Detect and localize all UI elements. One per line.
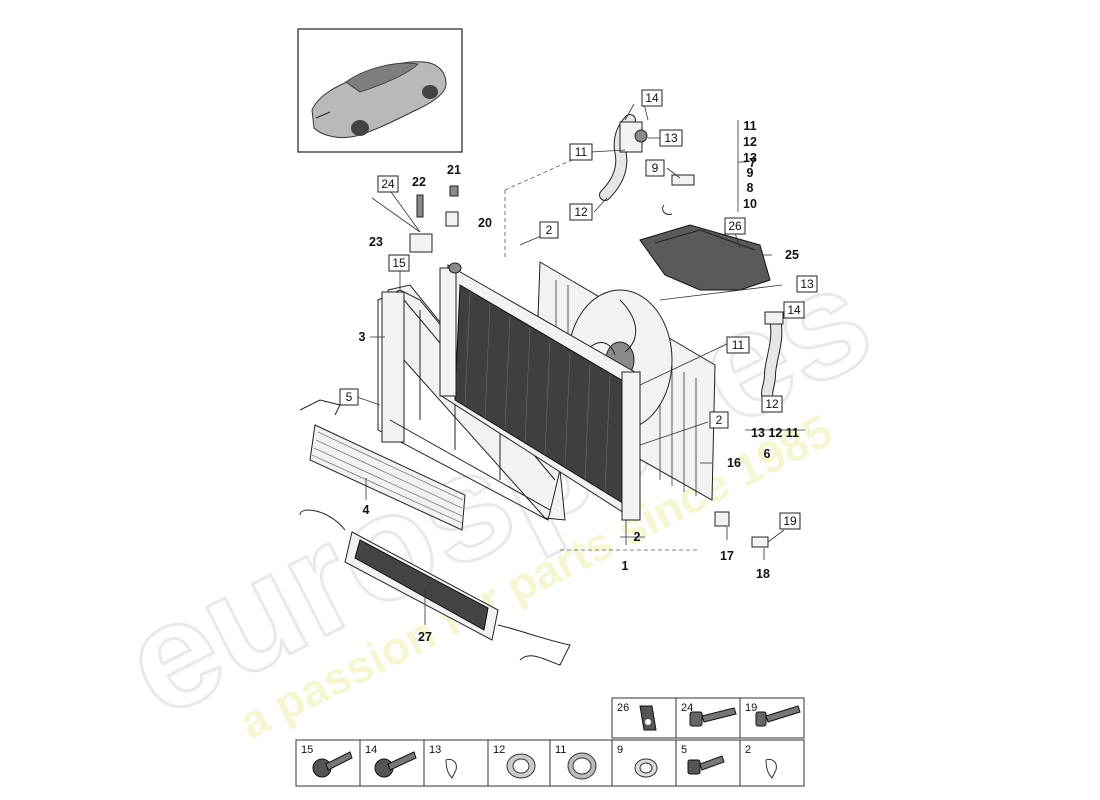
clip-icon [765, 759, 777, 779]
legend-number: 11 [555, 744, 566, 756]
callout-number: 1 [622, 559, 629, 573]
callout-box: 13 [659, 129, 683, 147]
callout-number: 16 [727, 456, 741, 470]
callout-label: 13 [664, 131, 678, 145]
callout-label: 15 [392, 256, 406, 270]
callout-number: 20 [478, 216, 492, 230]
callout-label: 24 [381, 177, 395, 191]
washer-icon [567, 752, 597, 780]
callout-label: 13 [800, 277, 814, 291]
washer-icon [634, 758, 658, 778]
legend-number: 12 [493, 744, 505, 756]
clip-17 [714, 511, 730, 527]
callout-box: 15 [388, 254, 410, 272]
callout-label: 5 [346, 390, 353, 404]
callout-label: 2 [716, 413, 723, 427]
leader-lines [356, 103, 805, 625]
callout-number: 3 [359, 330, 366, 344]
callout-box: 9 [645, 159, 665, 177]
callout-box: 11 [569, 143, 593, 161]
callout-box: 2 [709, 411, 729, 429]
legend-number: 2 [745, 744, 751, 756]
callout-label: 12 [574, 205, 588, 219]
bolt-icon [689, 707, 737, 727]
bolt-icon [687, 755, 725, 775]
callout-label: 9 [652, 161, 659, 175]
callout-number: 22 [412, 175, 426, 189]
boxed-callouts: 14 13 11 9 12 24 2 26 15 13 14 11 5 12 2… [339, 89, 818, 530]
screw-icon [312, 751, 353, 778]
bolt-icon [755, 705, 801, 727]
callout-number: 10 [743, 197, 757, 211]
legend-number: 5 [681, 744, 687, 756]
callout-number: 7 [749, 156, 756, 170]
callout-box: 14 [783, 301, 805, 319]
air-duct [639, 224, 771, 291]
callout-box: 14 [641, 89, 663, 107]
callout-box: 13 [796, 275, 818, 293]
bolt-18 [751, 536, 769, 548]
legend-number: 13 [429, 744, 441, 756]
callout-label: 11 [575, 145, 588, 159]
lower-hose [761, 311, 784, 404]
callout-number: 8 [747, 181, 754, 195]
legend-number: 24 [681, 702, 693, 714]
callout-box: 24 [377, 175, 399, 193]
vehicle-thumbnail [297, 28, 463, 153]
washer-icon [506, 753, 536, 779]
callout-number: 6 [764, 447, 771, 461]
legend-number: 9 [617, 744, 623, 756]
callout-label: 19 [783, 514, 797, 528]
callout-number: 25 [785, 248, 799, 262]
callout-number: 27 [418, 630, 432, 644]
callout-box: 5 [339, 388, 359, 406]
callout-label: 14 [787, 303, 801, 317]
callout-box: 12 [761, 395, 783, 413]
legend-number: 15 [301, 744, 313, 756]
callout-number: 12 [743, 135, 757, 149]
callout-box: 2 [539, 221, 559, 239]
callout-number: 13 [743, 151, 757, 165]
callout-number: 4 [363, 503, 370, 517]
callout-label: 12 [765, 397, 779, 411]
callout-label: 26 [728, 219, 742, 233]
callout-number: 9 [747, 166, 754, 180]
callout-box: 26 [724, 217, 746, 235]
clip-icon [445, 759, 457, 779]
callout-box: 19 [779, 512, 801, 530]
legend-number: 19 [745, 702, 757, 714]
callout-number: 18 [756, 567, 770, 581]
radiator-core [439, 262, 641, 521]
hardware-legend: 26 24 19 15 14 13 12 11 9 5 2 [295, 697, 805, 787]
callout-box: 11 [726, 336, 750, 354]
plain-callouts: 11 12 13 9 8 10 7 21 22 20 23 25 3 4 13 … [359, 119, 800, 644]
callout-number: 2 [634, 530, 641, 544]
callout-number: 11 [743, 119, 756, 133]
screw-icon [374, 751, 417, 778]
oil-cooler [299, 399, 466, 531]
legend-number: 14 [365, 744, 377, 756]
legend-number: 26 [617, 702, 629, 714]
callout-label: 2 [546, 223, 553, 237]
callout-number: 21 [447, 163, 461, 177]
auxiliary-radiator [299, 509, 571, 666]
callout-label: 11 [732, 338, 745, 352]
callout-label: 14 [645, 91, 659, 105]
callout-number: 23 [369, 235, 383, 249]
callout-number: 17 [720, 549, 734, 563]
mount-bracket-23 [409, 185, 459, 253]
callout-number: 13 12 11 [751, 426, 799, 440]
clip-icon [639, 705, 657, 731]
callout-box: 12 [569, 203, 593, 221]
